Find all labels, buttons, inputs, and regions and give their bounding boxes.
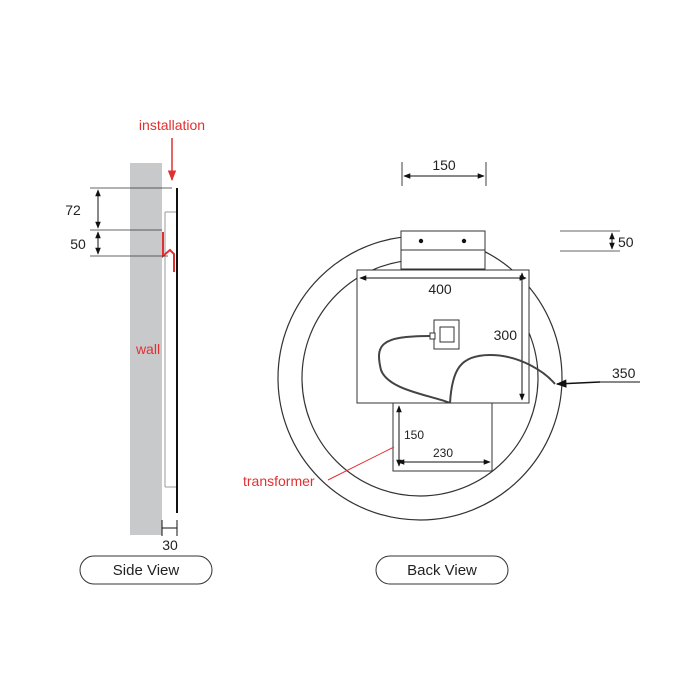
side-view-caption-pill [79,555,213,585]
dim-radius: 350 [612,365,636,381]
dim-transformer-height: 150 [404,428,424,442]
back-view-caption: Back View [407,562,477,579]
screw-hole-icon [461,238,467,244]
radius-arrow [555,379,601,388]
transformer-label: transformer [243,473,315,489]
back-view-caption-pill [375,555,509,585]
dim-transformer-width: 230 [433,446,453,460]
dim-bracket-height: 50 [618,234,634,250]
wall [130,163,162,535]
back-view: 150 50 400 300 150 230 350 [243,157,640,585]
power-cable [449,353,556,404]
transformer-leader [327,446,395,481]
screw-hole-icon [418,238,424,244]
dim-box-width: 400 [428,281,452,297]
power-cable [377,335,451,404]
hook-icon [162,232,175,272]
dim-30: 30 [162,537,178,553]
dim-box-height: 300 [494,327,518,343]
wall-label: wall [135,341,160,357]
side-view: installation 72 50 wall 30 Side View [65,117,213,585]
side-view-caption: Side View [113,562,180,579]
dim-72: 72 [65,202,81,218]
dim-bracket-width: 150 [432,157,456,173]
dim-50: 50 [70,236,86,252]
installation-label: installation [139,117,205,133]
